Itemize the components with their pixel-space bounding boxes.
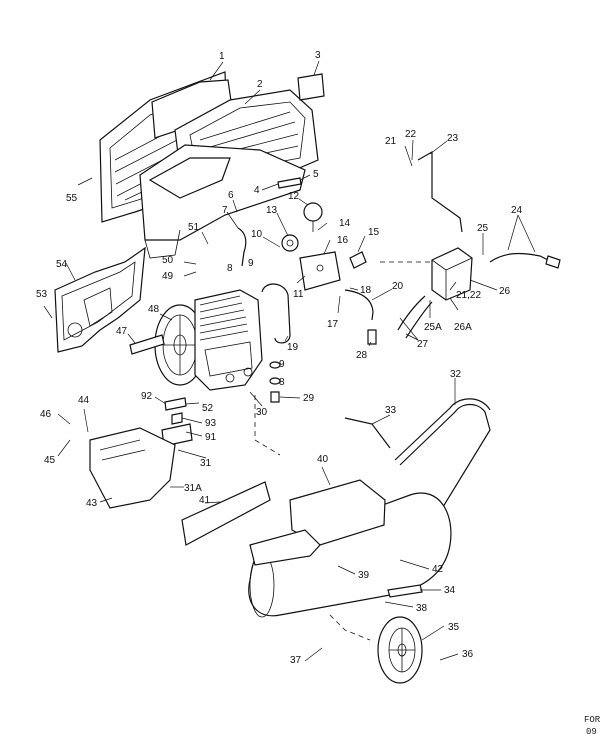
fittings-part-8-9-29 [269, 361, 281, 403]
callout-label: 29 [303, 393, 315, 404]
callout-label: 25A [424, 322, 442, 333]
callout-label: 6 [228, 190, 234, 201]
callout-label: 9 [248, 258, 254, 269]
callout-label: 93 [205, 418, 217, 429]
callout-label: 33 [385, 405, 397, 416]
mounting-hardware-group [161, 397, 193, 447]
motor-part-43 [89, 427, 176, 509]
callout-label: 13 [266, 205, 278, 216]
callout-label: 19 [287, 342, 299, 353]
callout-label: 18 [360, 285, 372, 296]
crank-shaft-part-47 [129, 334, 165, 355]
callout-label: 1 [219, 51, 225, 62]
belt-guard-part-54 [54, 246, 146, 353]
tube-part-20 [344, 289, 374, 321]
callout-label: 38 [416, 603, 428, 614]
foot-part-34 [387, 584, 423, 598]
callout-label: 16 [337, 235, 349, 246]
air-tank-part-40 [248, 479, 452, 618]
decal-part-5 [277, 177, 302, 189]
callout-label: 17 [327, 319, 339, 330]
compressor-pump-part-48 [154, 289, 263, 391]
callout-label: 55 [66, 193, 78, 204]
callout-label: 47 [116, 326, 128, 337]
callout-label: 24 [511, 205, 523, 216]
callout-label: 41 [199, 495, 211, 506]
discharge-tube-part-19 [261, 283, 291, 344]
callout-label: 40 [317, 454, 329, 465]
callout-label: 14 [339, 218, 351, 229]
discharge-tube-part-7 [237, 227, 247, 267]
callout-label: 31 [200, 458, 212, 469]
callout-label: 52 [202, 403, 214, 414]
callout-label: 2 [257, 79, 263, 90]
callout-label: 26A [454, 322, 472, 333]
handle-part-32 [394, 398, 491, 521]
pressure-switch-part-26 [431, 247, 473, 301]
power-cord-part-24 [489, 252, 561, 269]
callout-label: 37 [290, 655, 302, 666]
callout-labels: 1 2 3 4 5 6 7 8 8 9 9 10 11 12 13 14 15 … [36, 50, 536, 666]
callout-label: 20 [392, 281, 404, 292]
callout-label: 51 [188, 222, 200, 233]
callout-label: 5 [313, 169, 319, 180]
callout-label: 49 [162, 271, 174, 282]
callout-label: 46 [40, 409, 52, 420]
relief-tube-part-23 [417, 150, 463, 233]
safety-valve-part-15 [349, 251, 367, 269]
callout-label: 3 [315, 50, 321, 61]
callout-label: 11 [293, 289, 304, 300]
callout-label: 10 [251, 229, 263, 240]
callout-label: 4 [254, 185, 260, 196]
front-shroud-panel [139, 144, 306, 259]
connection-line [329, 614, 371, 641]
callout-label: 30 [256, 407, 268, 418]
callout-label: 36 [462, 649, 474, 660]
callout-label: 31A [184, 483, 202, 494]
corner-code-line-1: FOR [584, 715, 601, 725]
callout-label: 7 [222, 205, 228, 216]
callout-label: 32 [450, 369, 462, 380]
callout-label: 9 [279, 359, 285, 370]
callout-label: 48 [148, 304, 160, 315]
manifold-part-16 [299, 251, 341, 291]
callout-label: 23 [447, 133, 459, 144]
connection-line [254, 395, 281, 456]
label-part-3 [297, 73, 325, 101]
pressure-gauge-part-12 [303, 202, 323, 232]
callout-label: 43 [86, 498, 98, 509]
callout-label: 35 [448, 622, 460, 633]
callout-label: 42 [432, 564, 444, 575]
callout-label: 15 [368, 227, 380, 238]
callout-label: 21 [385, 136, 397, 147]
callout-label: 21,22 [456, 290, 481, 301]
callout-label: 34 [444, 585, 456, 596]
callout-label: 28 [356, 350, 368, 361]
callout-label: 8 [227, 263, 233, 274]
callout-label: 91 [205, 432, 217, 443]
wheel-part-35 [377, 616, 423, 684]
callout-label: 27 [417, 339, 429, 350]
callout-label: 45 [44, 455, 56, 466]
callout-label: 50 [162, 255, 174, 266]
callout-label: 22 [405, 129, 417, 140]
corner-code-line-2: 09 [586, 727, 597, 737]
tube-part-33 [344, 417, 391, 449]
callout-label: 12 [288, 191, 300, 202]
callout-label: 8 [279, 377, 285, 388]
callout-label: 25 [477, 223, 489, 234]
pad-part-41 [181, 481, 271, 546]
callout-label: 92 [141, 391, 153, 402]
callout-label: 44 [78, 395, 90, 406]
callout-label: 26 [499, 286, 511, 297]
callout-label: 53 [36, 289, 48, 300]
callout-label: 54 [56, 259, 68, 270]
corner-code: FOR 09 [584, 715, 601, 737]
fitting-part-28 [367, 329, 377, 345]
callout-label: 39 [358, 570, 370, 581]
regulator-part-13 [281, 234, 299, 252]
